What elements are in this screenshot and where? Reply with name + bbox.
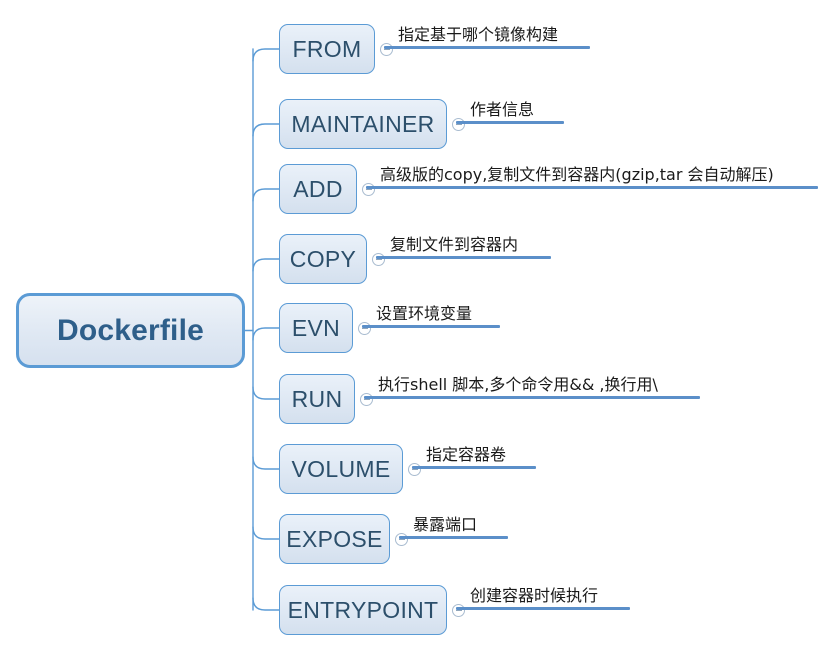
- annotation-add: 高级版的copy,复制文件到容器内(gzip,tar 会自动解压): [366, 159, 818, 189]
- root-node-dockerfile[interactable]: Dockerfile: [16, 293, 245, 368]
- annotation-bar-expose: [399, 536, 508, 539]
- annotation-text-run: 执行shell 脚本,多个命令用&& ,换行用\: [378, 375, 658, 394]
- node-copy[interactable]: COPY: [279, 234, 367, 284]
- annotation-volume: 指定容器卷: [412, 439, 536, 469]
- collapse-toggle-maintainer[interactable]: [452, 117, 465, 131]
- collapse-toggle-run[interactable]: [360, 392, 373, 406]
- annotation-from: 指定基于哪个镜像构建: [384, 19, 590, 49]
- node-volume[interactable]: VOLUME: [279, 444, 403, 494]
- collapse-toggle-add[interactable]: [362, 182, 375, 196]
- annotation-bar-add: [366, 186, 818, 189]
- annotation-text-copy: 复制文件到容器内: [390, 235, 519, 254]
- node-label-expose: EXPOSE: [286, 525, 383, 552]
- branch-connector-entrypoint: [252, 597, 280, 611]
- branch-connector-volume: [252, 456, 280, 470]
- node-entrypoint[interactable]: ENTRYPOINT: [279, 585, 447, 635]
- annotation-bar-entrypoint: [456, 607, 630, 610]
- branch-connector-evn: [252, 327, 280, 341]
- collapse-toggle-expose[interactable]: [395, 532, 408, 546]
- annotation-bar-evn: [362, 325, 500, 328]
- annotation-text-expose: 暴露端口: [413, 515, 478, 534]
- collapse-toggle-from[interactable]: [380, 42, 393, 56]
- collapse-toggle-entrypoint[interactable]: [452, 603, 465, 617]
- node-expose[interactable]: EXPOSE: [279, 514, 390, 564]
- annotation-text-entrypoint: 创建容器时候执行: [470, 586, 599, 605]
- annotation-bar-copy: [376, 256, 551, 259]
- annotation-text-from: 指定基于哪个镜像构建: [398, 25, 559, 44]
- branch-connector-run: [252, 386, 280, 400]
- annotation-copy: 复制文件到容器内: [376, 229, 551, 259]
- annotation-evn: 设置环境变量: [362, 298, 500, 328]
- node-run[interactable]: RUN: [279, 374, 355, 424]
- annotation-bar-from: [384, 46, 590, 49]
- node-label-from: FROM: [292, 35, 362, 62]
- branch-connector-from: [252, 48, 280, 62]
- annotation-bar-run: [364, 396, 700, 399]
- node-from[interactable]: FROM: [279, 24, 375, 74]
- node-label-run: RUN: [291, 385, 343, 412]
- branch-connector-add: [252, 188, 280, 202]
- annotation-text-evn: 设置环境变量: [376, 304, 473, 323]
- annotation-run: 执行shell 脚本,多个命令用&& ,换行用\: [364, 369, 700, 399]
- branch-connector-copy: [252, 258, 280, 272]
- annotation-bar-maintainer: [456, 121, 564, 124]
- node-label-maintainer: MAINTAINER: [291, 110, 435, 137]
- annotation-text-maintainer: 作者信息: [470, 100, 535, 119]
- annotation-bar-volume: [412, 466, 536, 469]
- node-label-evn: EVN: [291, 314, 341, 341]
- annotation-text-volume: 指定容器卷: [426, 445, 507, 464]
- annotation-maintainer: 作者信息: [456, 94, 564, 124]
- node-maintainer[interactable]: MAINTAINER: [279, 99, 447, 149]
- annotation-expose: 暴露端口: [399, 509, 508, 539]
- collapse-toggle-copy[interactable]: [372, 252, 385, 266]
- node-label-copy: COPY: [289, 245, 357, 272]
- collapse-toggle-evn[interactable]: [358, 321, 371, 335]
- node-add[interactable]: ADD: [279, 164, 357, 214]
- root-node-label: Dockerfile: [56, 313, 205, 347]
- branch-connector-expose: [252, 526, 280, 540]
- node-evn[interactable]: EVN: [279, 303, 353, 353]
- annotation-text-add: 高级版的copy,复制文件到容器内(gzip,tar 会自动解压): [380, 165, 774, 184]
- annotation-entrypoint: 创建容器时候执行: [456, 580, 630, 610]
- collapse-toggle-volume[interactable]: [408, 462, 421, 476]
- branch-connector-maintainer: [252, 123, 280, 137]
- node-label-entrypoint: ENTRYPOINT: [287, 596, 439, 623]
- node-label-volume: VOLUME: [291, 455, 391, 482]
- node-label-add: ADD: [293, 175, 343, 202]
